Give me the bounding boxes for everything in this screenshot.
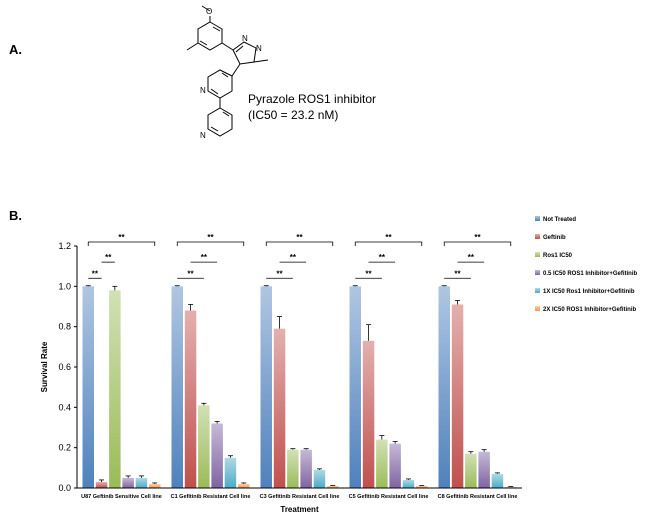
bar-5-1 xyxy=(238,483,250,488)
y-tick-label: 0.4 xyxy=(58,402,71,412)
significance-label: ** xyxy=(118,233,125,242)
significance-label: ** xyxy=(187,269,194,278)
legend-swatch-3 xyxy=(535,270,540,275)
significance-label: ** xyxy=(468,253,475,262)
atom-n4: N xyxy=(200,131,206,140)
atom-n1: N xyxy=(242,34,248,43)
significance-label: ** xyxy=(365,269,372,278)
bar-0-0 xyxy=(82,286,94,488)
bar-2-0 xyxy=(109,290,121,488)
x-tick-label: C3 Gefitinib Resistant Cell line xyxy=(260,494,340,500)
compound-ic50: (IC50 = 23.2 nM) xyxy=(248,108,339,122)
legend-swatch-2 xyxy=(535,252,540,257)
x-tick-label: U87 Geftinib Sensitive Cell line xyxy=(81,494,162,500)
bar-3-2 xyxy=(300,449,312,488)
bar-4-3 xyxy=(402,479,415,488)
legend-label-2: Ros1 IC50 xyxy=(543,253,573,259)
significance-label: ** xyxy=(105,253,112,262)
significance-label: ** xyxy=(385,233,392,242)
bar-0-1 xyxy=(171,286,183,488)
bar-4-0 xyxy=(135,477,148,488)
bar-5-3 xyxy=(416,485,428,488)
y-tick-label: 0.8 xyxy=(58,322,71,332)
legend-swatch-0 xyxy=(535,216,540,221)
panel-a-label: A. xyxy=(9,42,22,57)
significance-label: ** xyxy=(296,233,303,242)
atom-n2: N xyxy=(256,44,262,53)
significance-bracket xyxy=(176,241,245,246)
significance-bracket xyxy=(443,241,512,246)
bar-2-3 xyxy=(376,439,388,488)
significance-label: ** xyxy=(454,269,461,278)
significance-label: ** xyxy=(92,269,99,278)
bar-2-2 xyxy=(287,449,299,488)
y-axis-title: Survival Rate xyxy=(40,341,49,392)
significance-label: ** xyxy=(276,269,283,278)
y-tick-label: 0.2 xyxy=(58,443,71,453)
bar-1-2 xyxy=(273,328,286,488)
significance-bracket xyxy=(265,241,334,246)
survival-rate-bar-chart: ** ** ** ** ** ** ** ** ** ** ** ** ** ** ** 0.0 0.2 0.4… xyxy=(40,216,638,514)
legend-label-0: Not Treated xyxy=(543,217,576,223)
x-axis-title: Treatment xyxy=(280,505,319,514)
bar-0-3 xyxy=(349,286,361,488)
y-tick-label: 0.6 xyxy=(58,362,71,372)
significance-label: ** xyxy=(207,233,214,242)
y-tick-label: 1.2 xyxy=(58,241,71,251)
bar-4-4 xyxy=(491,473,504,488)
bar-4-2 xyxy=(313,469,326,488)
legend-label-1: Geftinib xyxy=(543,235,566,241)
legend-label-4: 1X IC50 Ros1 Inhibitor+Gefitinib xyxy=(543,289,635,295)
x-tick-label: C8 Gefitinib Resistant Cell line xyxy=(438,494,518,500)
y-tick-label: 0.0 xyxy=(58,483,71,493)
bar-5-4 xyxy=(505,486,517,488)
legend-swatch-4 xyxy=(535,288,540,293)
bar-5-0 xyxy=(149,483,161,488)
bar-4-1 xyxy=(224,457,237,488)
x-tick-label: C5 Gefitinib Resistant Cell line xyxy=(349,494,429,500)
bar-5-2 xyxy=(327,485,339,488)
panel-b-label: B. xyxy=(9,208,22,223)
y-tick-label: 1.0 xyxy=(58,281,71,291)
significance-label: ** xyxy=(379,253,386,262)
atom-n3: N xyxy=(200,86,206,95)
bar-0-2 xyxy=(260,286,272,488)
atom-o: O xyxy=(206,7,212,16)
significance-label: ** xyxy=(290,253,297,262)
pyrazole-structure-image: O N N N N xyxy=(186,5,269,140)
significance-label: ** xyxy=(201,253,208,262)
significance-label: ** xyxy=(474,233,481,242)
x-tick-label: C1 Gefitinib Resistant Cell line xyxy=(171,494,251,500)
bar-1-0 xyxy=(95,481,108,488)
legend-label-5: 2X IC50 ROS1 Inhibitor+Gefitinib xyxy=(543,307,637,313)
bar-2-4 xyxy=(465,453,477,488)
compound-name: Pyrazole ROS1 inhibitor xyxy=(248,92,377,106)
bar-0-4 xyxy=(438,286,450,488)
legend-label-3: 0.5 IC50 ROS1 Inhibitor+Gefitinib xyxy=(543,271,638,277)
bar-3-1 xyxy=(211,423,223,488)
bar-2-1 xyxy=(198,405,210,488)
legend-swatch-5 xyxy=(535,306,540,311)
bar-3-3 xyxy=(389,443,401,488)
bar-1-1 xyxy=(184,310,197,488)
significance-bracket xyxy=(87,241,156,246)
bar-1-4 xyxy=(451,304,464,488)
significance-bracket xyxy=(354,241,423,246)
bar-3-4 xyxy=(478,451,490,488)
legend-swatch-1 xyxy=(535,234,540,239)
bar-1-3 xyxy=(362,340,375,488)
bar-3-0 xyxy=(122,477,134,488)
